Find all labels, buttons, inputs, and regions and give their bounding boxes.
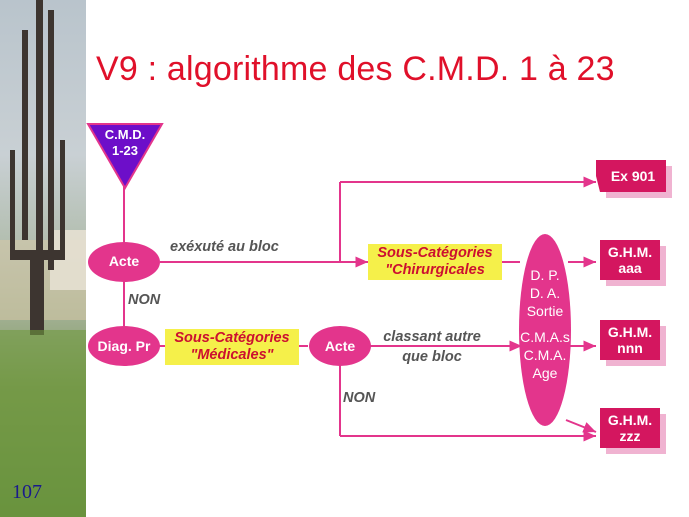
output-box-ex901 — [596, 160, 672, 198]
acte-top-label: Acte — [108, 253, 140, 269]
criteria-da: D. A. — [529, 285, 561, 301]
criteria-node — [519, 234, 571, 426]
slide-number: 107 — [12, 481, 42, 503]
output-zzz-line2: zzz — [619, 428, 641, 444]
criteria-cmas: C.M.A.s — [520, 329, 570, 345]
output-box-zzz — [600, 408, 666, 454]
output-box-nnn — [600, 320, 666, 366]
output-ex901-label: Ex 901 — [600, 168, 666, 184]
criteria-dp: D. P. — [530, 267, 560, 283]
edge-tall-zzz — [565, 419, 597, 433]
edge-label-non-bottom: NON — [343, 390, 376, 406]
output-aaa-line2: aaa — [618, 260, 642, 276]
output-ex901-line1: Ex 901 — [610, 168, 656, 184]
criteria-age: Age — [532, 365, 558, 381]
cmd-node-line1: C.M.D. — [104, 127, 146, 142]
criteria-node-text: D. P. D. A. Sortie C.M.A.s C.M.A. Age — [512, 266, 578, 382]
sous-cat-med-line2: "Médicales" — [190, 347, 274, 363]
diag-pr-node — [88, 326, 160, 366]
output-zzz-label: G.H.M. zzz — [600, 412, 660, 444]
sous-cat-chir-line2: "Chirurgicales — [385, 262, 485, 278]
sous-cat-med-line1: Sous-Catégories — [174, 330, 290, 346]
output-nnn-line2: nnn — [617, 340, 643, 356]
output-aaa-label: G.H.M. aaa — [600, 244, 660, 276]
sous-categories-medicales: Sous-Catégories "Médicales" — [165, 329, 299, 365]
edge-label-classant-line2: que bloc — [402, 349, 462, 365]
edge-label-non-left: NON — [128, 292, 161, 308]
acte-mid-node — [309, 326, 371, 366]
sous-categories-chirurgicales: Sous-Catégories "Chirurgicales — [368, 244, 502, 280]
cmd-node-label: C.M.D. 1-23 — [88, 127, 162, 159]
output-nnn-label: G.H.M. nnn — [600, 324, 660, 356]
output-aaa-line1: G.H.M. — [607, 244, 653, 260]
criteria-sortie: Sortie — [526, 303, 564, 319]
acte-mid-label: Acte — [324, 338, 356, 354]
sous-cat-chir-line1: Sous-Catégories — [377, 245, 493, 261]
cmd-triangle — [86, 123, 164, 190]
output-box-aaa — [600, 240, 666, 286]
background-photo — [0, 0, 86, 517]
edge-label-bloc: exéxuté au bloc — [170, 239, 279, 255]
edge-label-classant-line1: classant autre — [383, 329, 481, 345]
slide-title: V9 : algorithme des C.M.D. 1 à 23 — [96, 50, 615, 88]
diag-pr-label: Diag. Pr — [97, 338, 151, 354]
edge-label-classant: classant autre que bloc — [372, 327, 492, 367]
acte-top-node — [88, 242, 160, 282]
cmd-node-line2: 1-23 — [111, 143, 139, 158]
criteria-cma: C.M.A. — [523, 347, 567, 363]
output-nnn-line1: G.H.M. — [607, 324, 653, 340]
output-zzz-line1: G.H.M. — [607, 412, 653, 428]
